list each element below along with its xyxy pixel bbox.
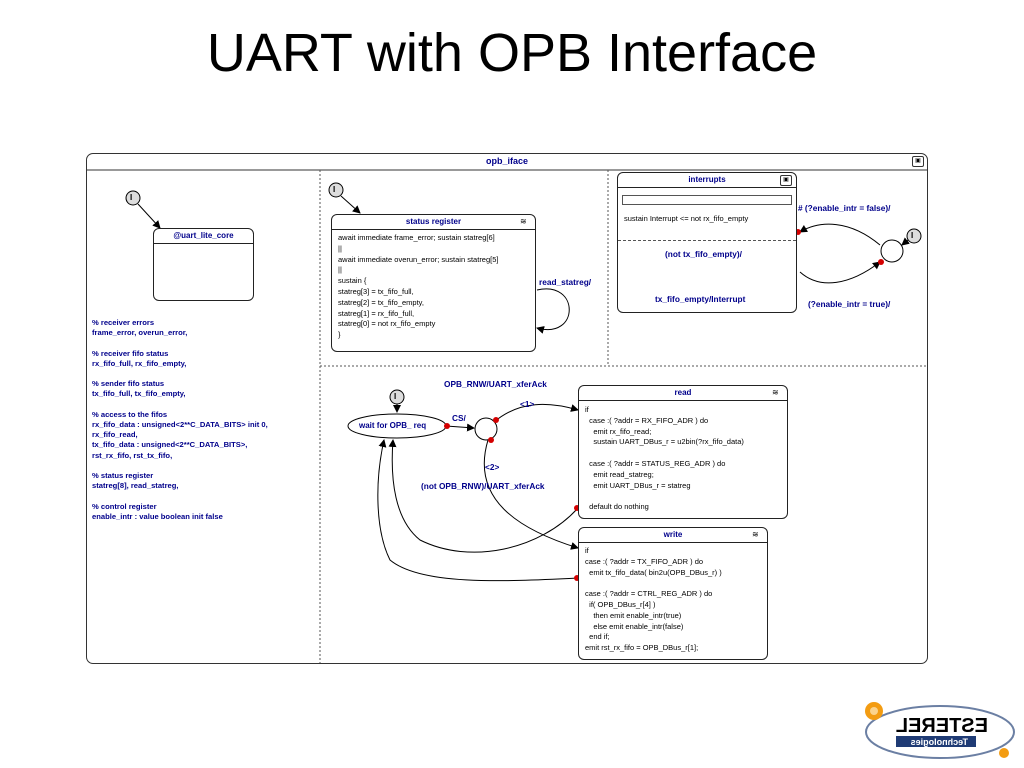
enable-label-bottom: (?enable_intr = true)/ [808,299,891,309]
write-dot [488,437,494,443]
read-box: read ≋ if case :( ?addr = RX_FIFO_ADR ) … [578,385,788,519]
int-label-top: (not tx_fifo_empty)/ [665,249,742,259]
initial-marker-enable [906,228,922,244]
status-register-box: status register ≋ await immediate frame_… [331,214,536,352]
write-return-arrow [377,439,579,582]
esterel-logo: ESTEREL Technologies [865,702,1015,759]
not-rnw-label: (not OPB_RNW)/UART_xferAck [421,481,545,491]
interrupts-body: sustain Interrupt <= not rx_fifo_empty [624,214,749,223]
logo-wordmark: ESTEREL [896,715,988,737]
choice-state [474,417,498,441]
read-body: if case :( ?addr = RX_FIFO_ADR ) do emit… [585,405,744,512]
status-register-title: status register [332,215,535,230]
read-statreg-loop [536,288,570,334]
initial-letter: I [911,231,914,240]
frame-icon: ▣ [912,156,924,167]
parallel-icon: ≋ [520,217,527,226]
enable-init-arrow [901,237,910,246]
read-title: read [579,386,787,401]
core-title: @uart_lite_core [154,229,253,244]
enable-dot-bottom [878,259,884,265]
wait-state-label: wait for OPB_ req [359,421,427,430]
read-return-arrow [388,439,579,553]
parallel-icon: ≋ [752,530,759,539]
status-register-body: await immediate frame_error; sustain sta… [338,233,499,340]
rnw-label: OPB_RNW/UART_xferAck [444,379,547,389]
enable-arrow-bottom [799,261,881,284]
core-box: @uart_lite_core [153,228,254,301]
to-write-arrow [483,439,579,550]
initial-letter: I [130,193,133,202]
cs-dot [444,423,450,429]
enable-state [880,239,904,263]
initial-marker-status [328,182,344,198]
variables-declaration: % receiver errors frame_error, overun_er… [92,318,268,521]
int-label-bottom: tx_fifo_empty/Interrupt [655,294,746,304]
cs-arrow [445,423,475,432]
priority-2-label: <2> [485,462,500,472]
initial-letter: I [394,392,397,401]
core-init-arrow [137,203,161,229]
enable-label-top: # (?enable_intr = false)/ [798,203,891,213]
write-title: write [579,528,767,543]
write-box: write ≋ if case :( ?addr = TX_FIFO_ADR )… [578,527,768,660]
parallel-icon: ≋ [772,388,779,397]
cs-label: CS/ [452,413,466,423]
write-body: if case :( ?addr = TX_FIFO_ADR ) do emit… [585,546,722,653]
initial-marker-bus [389,389,405,405]
status-init-arrow [340,195,361,214]
interrupts-title: interrupts [618,173,796,188]
slide-title: UART with OPB Interface [206,23,818,83]
logo-subtitle: Technologies [911,737,968,747]
read-statreg-label: read_statreg/ [539,277,592,287]
to-read-arrow [493,403,579,423]
interrupts-divider [618,240,796,241]
read-dot [493,417,499,423]
priority-1-label: <1> [520,399,535,409]
interrupts-header-bar [622,195,792,205]
interrupts-box: interrupts ▣ sustain Interrupt <= not rx… [617,172,797,313]
initial-letter: I [333,185,336,194]
diagram-frame [86,153,928,664]
enable-arrow-top [799,223,881,246]
interrupts-icon: ▣ [780,175,792,186]
frame-title: opb_iface [485,156,528,166]
initial-marker-core [125,190,141,206]
